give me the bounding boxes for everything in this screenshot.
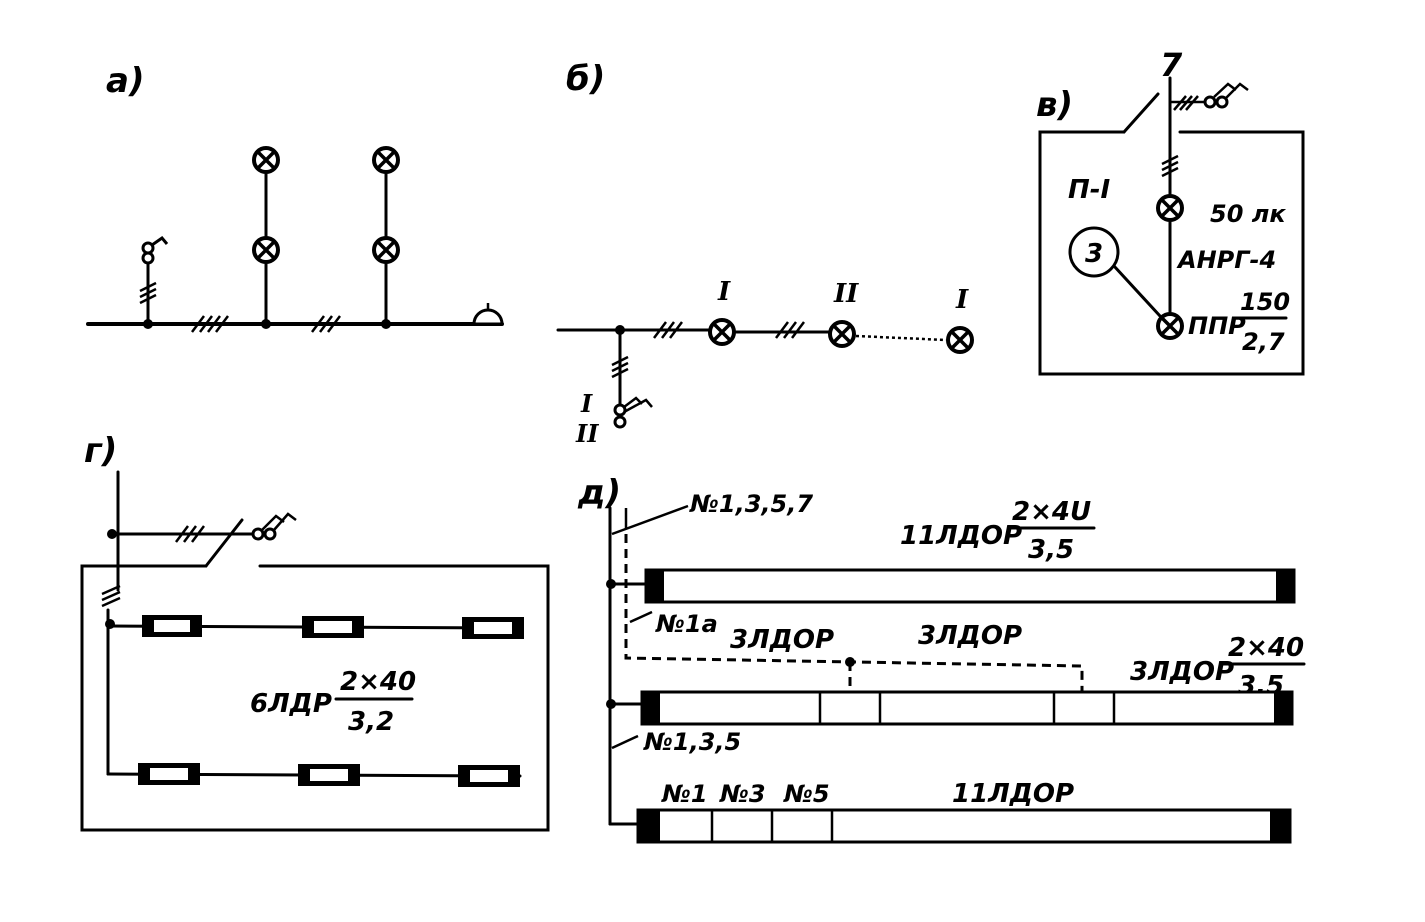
panel-v: в) 7 П-I 50 лк 3 АНРГ-4 ППР 150 2,7 <box>1036 46 1305 376</box>
room-label: П-I <box>1068 175 1111 205</box>
lamp-icon <box>946 326 974 354</box>
panel-label-a: а) <box>106 61 144 101</box>
power-label: 2×40 <box>340 667 416 697</box>
riser-label-1: I <box>580 389 593 418</box>
room-outline <box>80 564 550 832</box>
height-label: 2,7 <box>1242 328 1285 356</box>
panel-g: г) 6ЛДР 2×40 3,2 <box>80 431 550 832</box>
illuminance-label: 50 лк <box>1210 200 1286 228</box>
pair-switch-icon <box>251 512 297 541</box>
lamp-icon <box>372 236 400 264</box>
riser-label-2: II <box>575 419 599 448</box>
bus-tick-marks <box>653 321 805 339</box>
fixture-label: ППР <box>1188 312 1246 340</box>
fluorescent-row-3 <box>636 808 1292 844</box>
row1-power: 2×4U <box>1012 497 1091 527</box>
leader-line <box>611 504 689 536</box>
room-number-circle <box>1068 226 1120 278</box>
panel-label-v: в) <box>1036 85 1073 125</box>
panel-label-b: б) <box>566 59 605 99</box>
dotted-link-line <box>855 334 947 342</box>
feeder-135-label: №1,3,5 <box>643 728 741 756</box>
feeder-label: №1,3,5,7 <box>689 490 813 518</box>
room-number: 3 <box>1085 239 1103 269</box>
panel-label-g: г) <box>84 431 117 471</box>
lamp-group-label: I <box>717 277 731 307</box>
fluorescent-fixture <box>138 763 200 785</box>
panel-d: д) №1,3,5,7 11ЛДОР 2×4U 3,5 №1а 3ЛДОР 3Л… <box>577 473 1306 844</box>
three-wire-tick-marks <box>611 355 629 379</box>
height-label: 3,2 <box>348 707 394 737</box>
row2-label-b: 3ЛДОР <box>918 621 1022 651</box>
bus-tick-marks <box>191 315 341 333</box>
row3-num-1: №1 <box>661 780 708 808</box>
cable-label: АНРГ-4 <box>1176 246 1276 274</box>
fixture-label: 6ЛДР <box>250 689 332 719</box>
leader-line <box>611 734 639 750</box>
fluorescent-row-2 <box>640 690 1294 726</box>
socket-icon <box>472 308 504 326</box>
fluorescent-row-1 <box>644 568 1296 604</box>
lamp-icon <box>1156 312 1184 340</box>
power-label: 150 <box>1240 288 1290 316</box>
lamp-icon <box>252 236 280 264</box>
three-wire-tick-marks <box>139 281 157 305</box>
row2-label-a: 3ЛДОР <box>730 625 834 655</box>
leader-line <box>1112 264 1162 318</box>
row2-power: 2×40 <box>1228 633 1304 663</box>
door-leaf <box>1122 92 1160 134</box>
fluorescent-fixture <box>458 765 520 787</box>
tick-marks <box>101 525 205 608</box>
pair-switch-icon <box>613 396 653 429</box>
lamp-icon <box>828 320 856 348</box>
lamp-icon <box>252 146 280 174</box>
row3-num-5: №5 <box>783 780 830 808</box>
fluorescent-fixture <box>302 616 364 638</box>
row3-num-3: №3 <box>719 780 766 808</box>
fluorescent-fixture <box>462 617 524 639</box>
row2-label-c: 3ЛДОР <box>1130 657 1234 687</box>
feeder-1a-label: №1а <box>655 610 718 638</box>
lamp-icon <box>708 318 736 346</box>
lamp-group-label: I <box>955 285 969 315</box>
panel-label-d: д) <box>577 473 621 513</box>
tick-marks <box>1161 95 1199 178</box>
pair-switch-icon <box>1203 82 1249 109</box>
door-leaf <box>204 518 244 568</box>
row1-height: 3,5 <box>1028 535 1074 565</box>
room-outline <box>1038 130 1305 376</box>
lamp-icon <box>372 146 400 174</box>
top-mark: 7 <box>1160 46 1183 84</box>
panel-b: б) I II I II I <box>556 59 974 448</box>
switch-icon <box>141 236 169 265</box>
lamp-icon <box>1156 194 1184 222</box>
row3-label: 11ЛДОР <box>952 779 1074 809</box>
fluorescent-fixture <box>298 764 360 786</box>
fluorescent-fixture <box>142 615 202 637</box>
panel-a: а) <box>86 61 504 333</box>
lamp-group-label: II <box>833 279 859 309</box>
row1-label: 11ЛДОР <box>900 521 1022 551</box>
leader-line <box>629 610 653 624</box>
